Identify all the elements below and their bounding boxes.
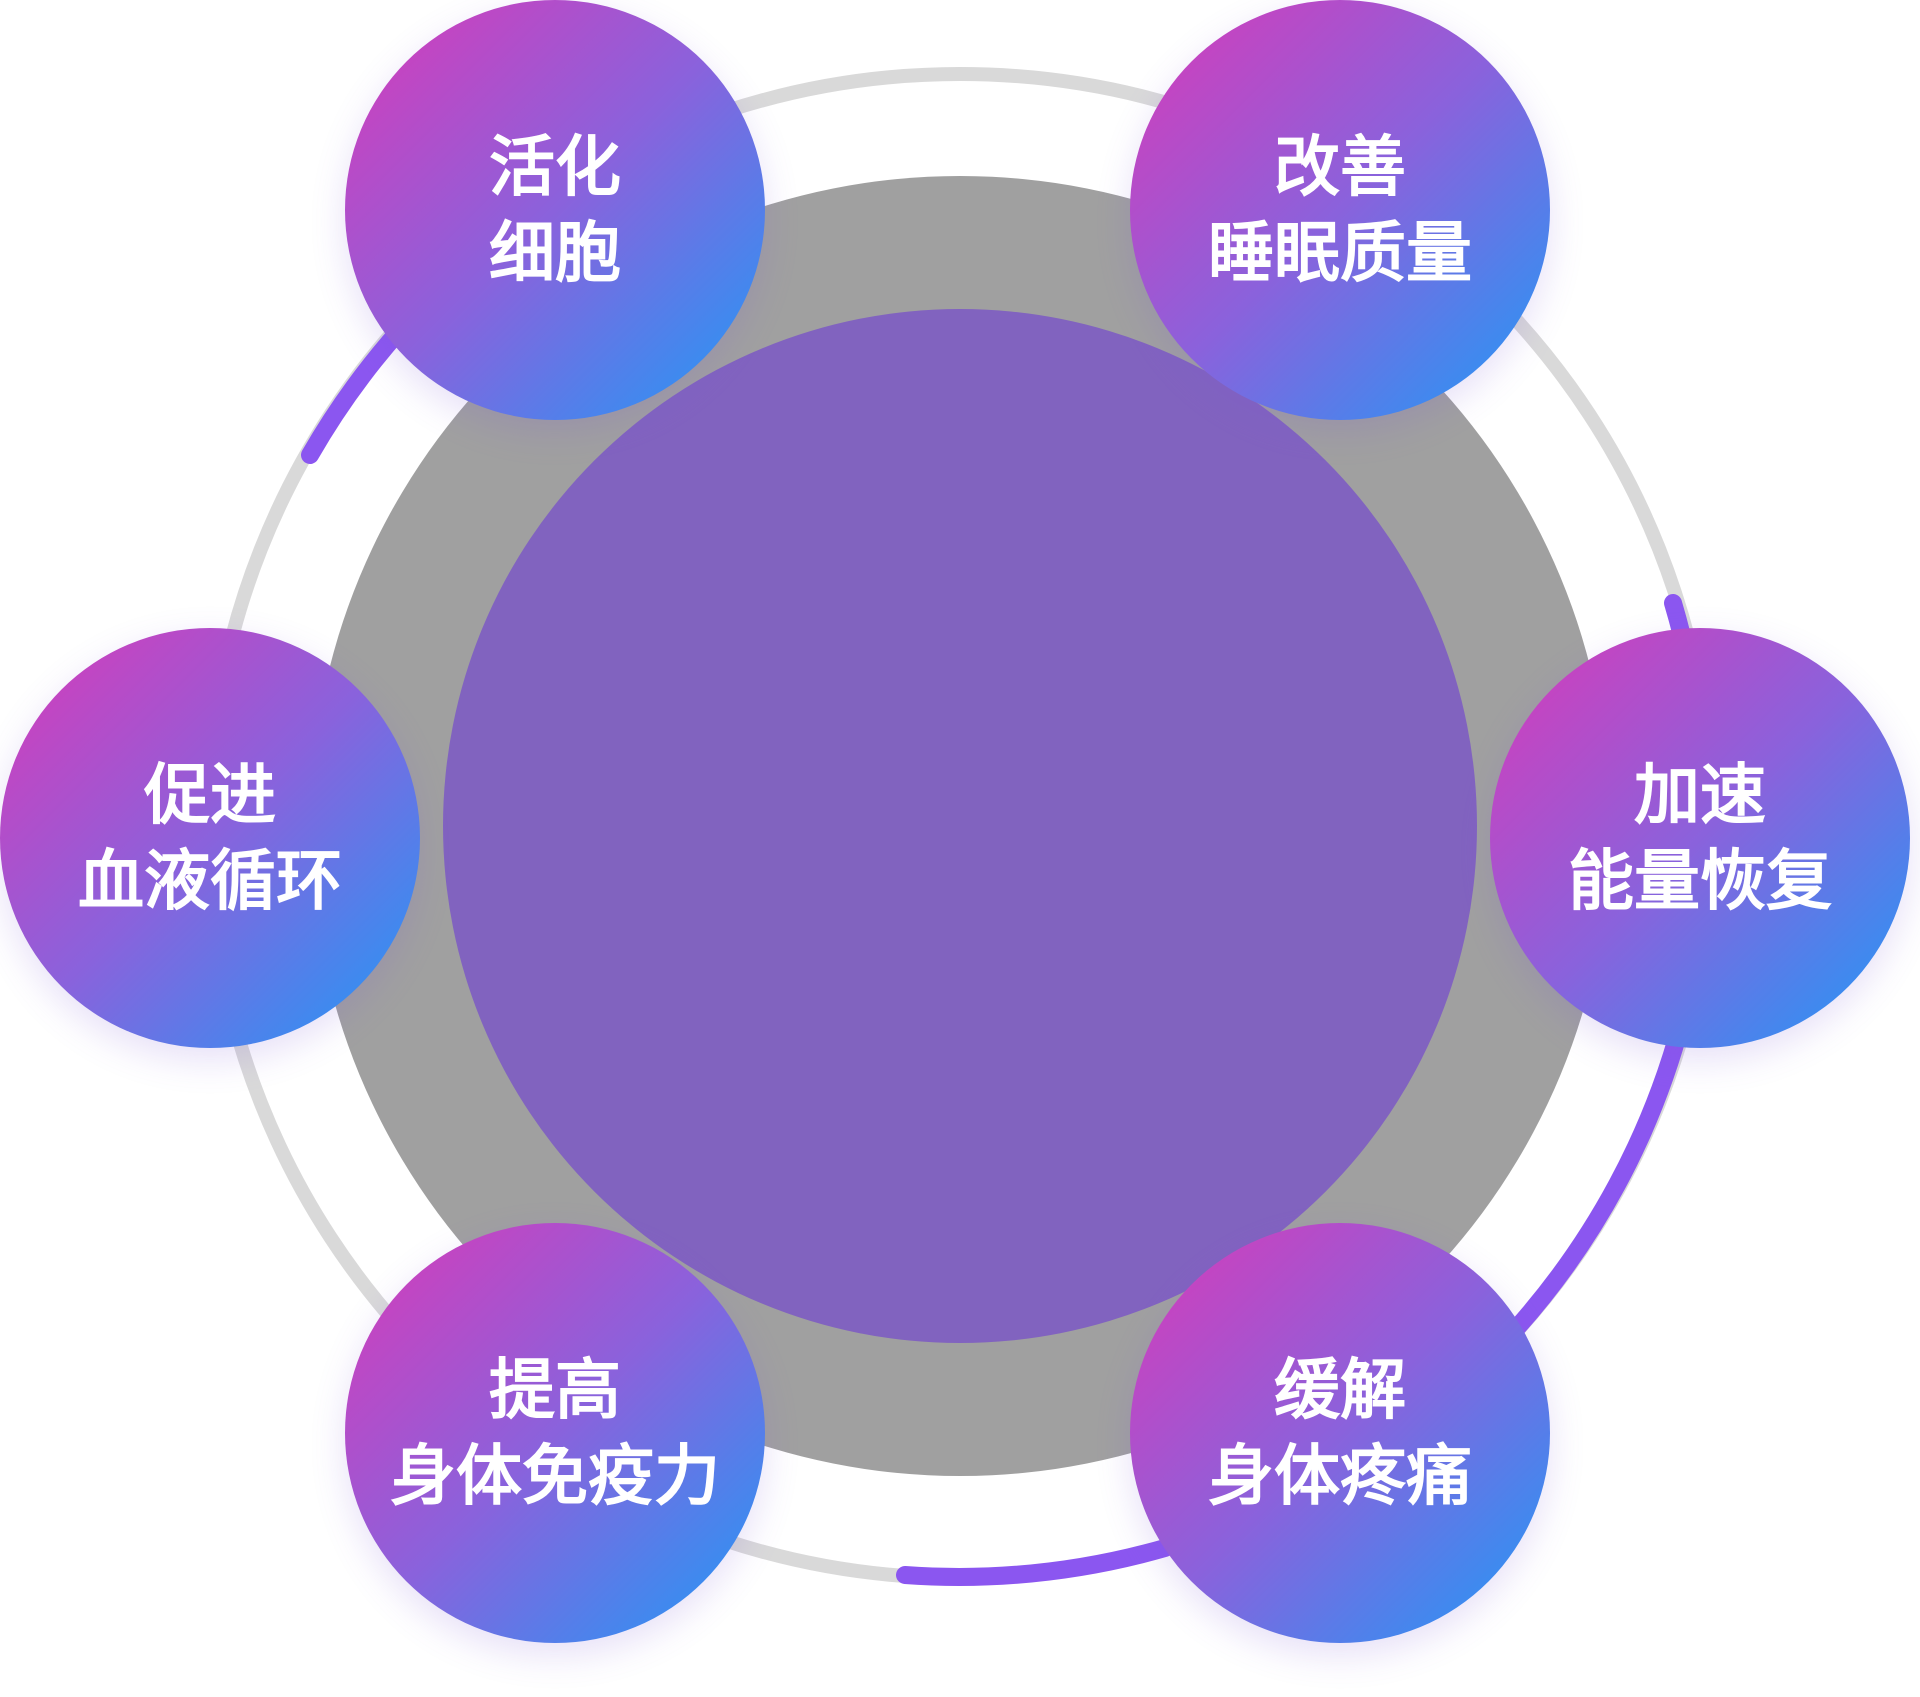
node-circle: [345, 0, 765, 420]
node-subtitle: 睡眠质量: [1208, 215, 1472, 292]
node-subtitle: 身体免疫力: [390, 1438, 720, 1515]
node-circle: [1490, 628, 1910, 1048]
node-circle: [1130, 1223, 1550, 1643]
node-subtitle: 细胞: [489, 215, 621, 292]
node-title: 提高: [489, 1352, 621, 1429]
node-title: 加速: [1634, 757, 1766, 834]
node-title: 活化: [489, 129, 621, 206]
node-subtitle: 身体疼痛: [1208, 1438, 1472, 1515]
node-subtitle: 血液循环: [78, 843, 342, 920]
node-title: 改善: [1274, 129, 1406, 206]
node-title: 促进: [143, 757, 276, 834]
node-subtitle: 能量恢复: [1568, 843, 1832, 920]
node-circle: [0, 628, 420, 1048]
accent-arc-upper-left: [301, 321, 409, 464]
node-circle: [345, 1223, 765, 1643]
accent-arc-bottom: [896, 1539, 1174, 1586]
node-title: 缓解: [1274, 1352, 1406, 1429]
node-circle: [1130, 0, 1550, 420]
center-disc: [443, 309, 1477, 1343]
accent-arc-lower-right: [1506, 1011, 1691, 1339]
